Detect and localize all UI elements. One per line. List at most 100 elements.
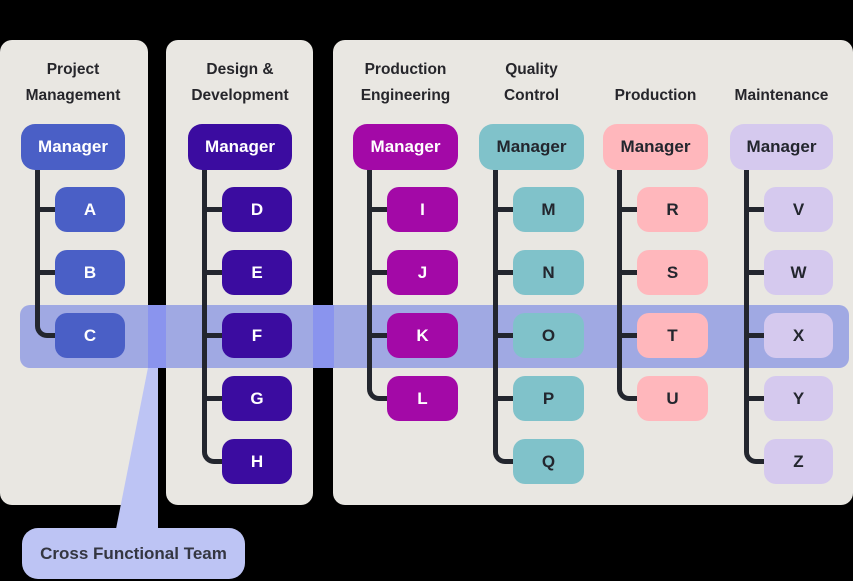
manager-box: Manager (603, 124, 708, 170)
manager-box: Manager (188, 124, 292, 170)
department-title: Design & Development (191, 61, 289, 104)
member-label: J (417, 262, 428, 282)
connector-stub (371, 270, 389, 275)
connector-stub (621, 270, 639, 275)
connector-line (617, 170, 645, 401)
manager-label: Manager (205, 137, 275, 156)
connector-stub (497, 333, 515, 338)
connector-line (202, 170, 230, 464)
member-label: V (792, 199, 805, 219)
member-box: K (387, 313, 458, 358)
connector-stub (206, 207, 224, 212)
member-label: W (790, 262, 807, 282)
member-box: P (513, 376, 584, 421)
connector-stub (497, 270, 515, 275)
connector-stub (748, 396, 766, 401)
member-box: G (222, 376, 292, 421)
member-label: K (416, 325, 429, 345)
member-label: R (666, 199, 679, 219)
member-box: Z (764, 439, 833, 484)
manager-label: Manager (496, 137, 567, 156)
member-label: Y (792, 388, 805, 408)
member-box: T (637, 313, 708, 358)
manager-box: Manager (353, 124, 458, 170)
department-title: Project Management (25, 61, 121, 104)
member-label: Q (541, 451, 556, 471)
member-box: B (55, 250, 125, 295)
member-label: S (666, 262, 679, 282)
member-label: G (250, 388, 264, 408)
member-label: X (792, 325, 805, 345)
connector-stub (621, 333, 639, 338)
connector-stub (621, 207, 639, 212)
member-label: T (667, 325, 678, 345)
connector-line (493, 170, 521, 464)
member-box: M (513, 187, 584, 232)
member-label: E (251, 262, 263, 282)
member-label: L (417, 388, 428, 408)
cross-functional-band-gap-segment (148, 305, 166, 368)
manager-label: Manager (370, 137, 441, 156)
member-box: L (387, 376, 458, 421)
member-label: O (541, 325, 556, 345)
member-label: M (541, 199, 556, 219)
connector-stub (371, 333, 389, 338)
cross-functional-team-label: Cross Functional Team (40, 543, 227, 563)
member-box: U (637, 376, 708, 421)
member-box: A (55, 187, 125, 232)
connector-stub (206, 270, 224, 275)
member-label: B (83, 262, 97, 282)
connector-line (367, 170, 395, 401)
connector-stub (206, 396, 224, 401)
connector-stub (497, 396, 515, 401)
connector-stub (39, 270, 57, 275)
connector-stub (39, 207, 57, 212)
cross-functional-band-gap-segment (313, 305, 334, 368)
member-box: X (764, 313, 833, 358)
manager-label: Manager (38, 137, 108, 156)
member-label: C (83, 325, 97, 345)
department-title: Production (614, 87, 697, 104)
connector-stub (497, 207, 515, 212)
member-box: W (764, 250, 833, 295)
member-label: Z (793, 451, 804, 471)
connector-stub (371, 207, 389, 212)
connector-stub (206, 333, 224, 338)
connector-stub (748, 207, 766, 212)
member-box: J (387, 250, 458, 295)
manager-label: Manager (620, 137, 691, 156)
member-box: S (637, 250, 708, 295)
member-box: O (513, 313, 584, 358)
member-box: R (637, 187, 708, 232)
member-box: H (222, 439, 292, 484)
manager-box: Manager (479, 124, 584, 170)
member-label: I (420, 199, 425, 219)
member-box: I (387, 187, 458, 232)
connector-stub (748, 333, 766, 338)
member-box: C (55, 313, 125, 358)
member-label: H (250, 451, 264, 471)
department-title: Maintenance (734, 87, 829, 104)
member-label: D (250, 199, 264, 219)
member-box: D (222, 187, 292, 232)
member-box: E (222, 250, 292, 295)
department-title: Quality Control (503, 61, 560, 104)
member-label: P (542, 388, 555, 408)
manager-box: Manager (21, 124, 125, 170)
member-box: F (222, 313, 292, 358)
member-label: A (83, 199, 97, 219)
member-box: Q (513, 439, 584, 484)
member-label: N (542, 262, 555, 282)
department-title: Production Engineering (360, 61, 451, 104)
manager-box: Manager (730, 124, 833, 170)
member-box: Y (764, 376, 833, 421)
cross-functional-team-callout: Cross Functional Team (22, 528, 245, 579)
manager-label: Manager (746, 137, 817, 156)
connector-line (744, 170, 772, 464)
connector-line (35, 170, 63, 338)
member-label: F (251, 325, 263, 345)
member-box: V (764, 187, 833, 232)
member-box: N (513, 250, 584, 295)
connector-stub (748, 270, 766, 275)
